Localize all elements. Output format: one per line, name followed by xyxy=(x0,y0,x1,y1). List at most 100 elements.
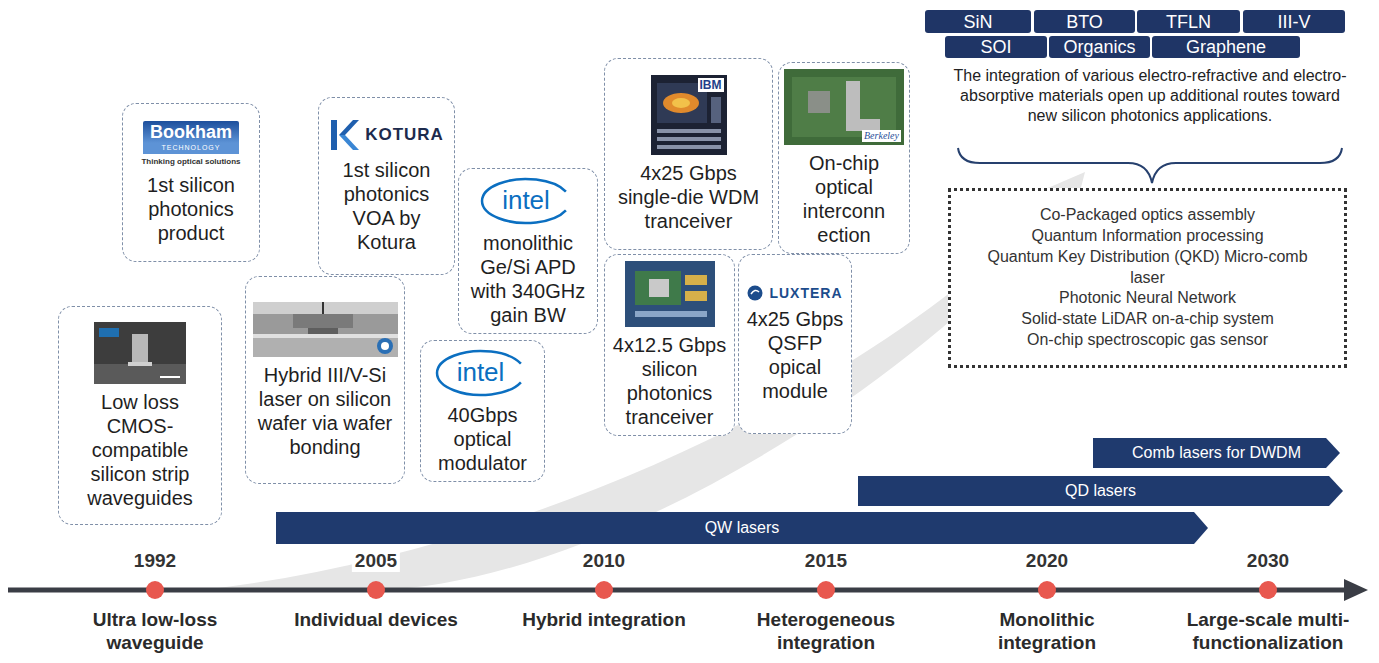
application-item: Quantum Key Distribution (QKD) Micro-com… xyxy=(985,247,1310,289)
year-label: 2020 xyxy=(1023,549,1071,572)
kotura-symbol-part xyxy=(339,135,359,150)
stage-label: Heterogeneous integration xyxy=(741,608,911,654)
laser-cross-section-image-part xyxy=(381,342,389,350)
laser-cross-section-image-part xyxy=(377,338,393,354)
timeline-axis xyxy=(8,588,1348,593)
timeline-dot xyxy=(367,581,385,599)
material-tag: BTO xyxy=(1034,10,1135,33)
laser-band: Comb lasers for DWDM xyxy=(1093,438,1340,468)
chip-photo-part xyxy=(672,98,690,108)
logo-text: KOTURA xyxy=(365,125,444,145)
milestone-box: LUXTERA 4x25 Gbps QSFP opical module xyxy=(738,254,852,434)
milestone-box: IBM4x25 Gbps single-die WDM tranceiver xyxy=(604,58,773,250)
box-text: Hybrid III/V-Si laser on silicon wafer v… xyxy=(252,363,398,459)
box-text: On-chip optical interconn ection xyxy=(785,151,903,247)
year-label: 1992 xyxy=(131,549,179,572)
box-text: 4x25 Gbps QSFP opical module xyxy=(745,307,845,403)
timeline-dot xyxy=(817,581,835,599)
laser-cross-section-image-part xyxy=(253,338,398,357)
year-label: 2005 xyxy=(352,549,400,572)
material-tag: SiN xyxy=(925,10,1031,33)
transceiver-board-photo xyxy=(625,261,715,327)
material-tag: III-V xyxy=(1243,10,1345,33)
transceiver-board-photo-part xyxy=(625,261,715,327)
milestone-box: KOTURA 1st silicon photonics VOA by Kotur… xyxy=(318,97,455,275)
year-label: 2030 xyxy=(1244,549,1292,572)
stage-label: Monolithic integration xyxy=(962,608,1132,654)
milestone-box: Low loss CMOS-compatible silicon strip w… xyxy=(58,306,222,525)
transceiver-board-photo-part xyxy=(649,279,669,297)
band-fill xyxy=(1093,438,1340,468)
luxtera-symbol-part xyxy=(748,286,763,301)
chip-photo-part xyxy=(657,129,721,133)
laser-cross-section-image-part xyxy=(253,302,398,314)
band-label: QD lasers xyxy=(1065,481,1136,501)
luxtera-symbol xyxy=(747,285,763,301)
material-name: TFLN xyxy=(1166,12,1211,32)
laser-cross-section-image-part xyxy=(253,302,398,357)
timeline-dot xyxy=(1259,581,1277,599)
company-logo: KOTURA xyxy=(329,118,444,152)
milestone-box: intel monolithic Ge/Si APD with 340GHz ga… xyxy=(458,168,598,334)
box-text: 40Gbps optical modulator xyxy=(427,403,538,475)
band-fill xyxy=(858,476,1343,506)
application-item: Photonic Neural Network xyxy=(1059,288,1236,309)
waveguide-sem-image xyxy=(94,322,186,384)
box-text: 1st silicon photonics VOA by Kotura xyxy=(325,158,448,254)
chip-photo-part xyxy=(792,77,896,137)
kotura-symbol xyxy=(329,118,359,152)
material-name: SiN xyxy=(963,12,992,32)
laser-cross-section-image-part xyxy=(308,328,338,334)
material-name: Graphene xyxy=(1186,37,1266,57)
box-text: 4x12.5 Gbps silicon photonics tranceiver xyxy=(611,333,728,429)
chip-photo-part xyxy=(711,97,721,123)
luxtera-symbol-part xyxy=(751,290,759,294)
material-tag: SOI xyxy=(945,36,1047,58)
logo-text: Berkeley xyxy=(862,130,901,142)
transceiver-board-photo-part xyxy=(635,271,681,305)
transceiver-board-photo-part xyxy=(685,291,707,301)
chip-photo-part xyxy=(784,69,904,145)
laser-cross-section-image-part xyxy=(253,334,398,338)
material-name: Organics xyxy=(1063,37,1135,57)
transceiver-board-photo-part xyxy=(635,311,707,317)
photo-frame: IBM xyxy=(651,75,727,155)
waveguide-sem-image-part xyxy=(94,322,186,384)
logo-text: TECHNOLOGY xyxy=(143,143,239,154)
timeline-dot xyxy=(595,581,613,599)
laser-cross-section-image xyxy=(253,302,398,357)
material-tag: Organics xyxy=(1049,36,1150,58)
band-fill xyxy=(276,512,1208,544)
application-list-box: Co-Packaged optics assemblyQuantum Infor… xyxy=(948,188,1347,368)
material-tag: Graphene xyxy=(1152,36,1300,58)
company-logo: intel xyxy=(435,347,531,397)
stage-label: Ultra low-loss waveguide xyxy=(70,608,240,654)
logo-text: LUXTERA xyxy=(769,285,842,301)
stage-label: Hybrid integration xyxy=(519,608,689,631)
material-tag: TFLN xyxy=(1137,10,1240,33)
laser-band: QD lasers xyxy=(858,476,1343,506)
chip-photo-part xyxy=(663,93,699,113)
material-name: III-V xyxy=(1277,12,1310,32)
material-name: SOI xyxy=(980,37,1011,57)
application-item: Solid-state LiDAR on-a-chip system xyxy=(1021,309,1274,330)
milestone-box: 4x12.5 Gbps silicon photonics tranceiver xyxy=(604,254,735,436)
stage-label: Large-scale multi-functionalization xyxy=(1168,608,1368,654)
laser-cross-section-image-part xyxy=(293,314,353,328)
material-name: BTO xyxy=(1066,12,1103,32)
year-label: 2015 xyxy=(802,549,850,572)
company-logo: intel xyxy=(480,175,576,225)
note-text: The integration of various electro-refra… xyxy=(950,66,1350,126)
waveguide-sem-image-part xyxy=(160,376,180,378)
application-item: On-chip spectroscopic gas sensor xyxy=(1027,330,1268,351)
application-item: Co-Packaged optics assembly xyxy=(1040,205,1255,226)
milestone-box: intel 40Gbps optical modulator xyxy=(420,340,545,482)
application-item: Quantum Information processing xyxy=(1031,226,1263,247)
chip-photo-part xyxy=(846,81,880,131)
box-text: monolithic Ge/Si APD with 340GHz gain BW xyxy=(465,231,591,327)
milestone-box: BerkeleyOn-chip optical interconn ection xyxy=(778,62,910,254)
photo-frame: Berkeley xyxy=(784,69,904,145)
waveguide-sem-image-part xyxy=(132,334,148,364)
waveguide-sem-image-part xyxy=(94,364,186,384)
